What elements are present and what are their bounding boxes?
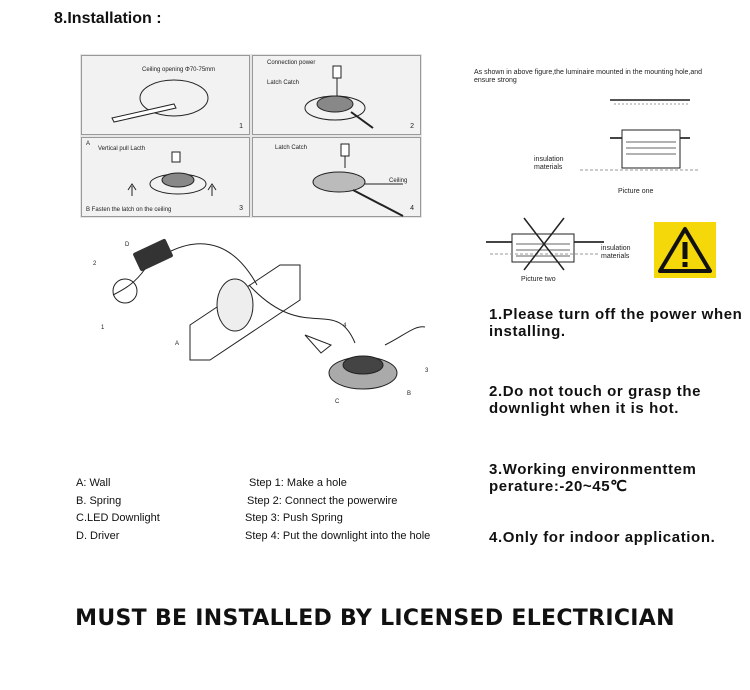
step-panel-1: Ceiling opening Φ70-75mm 1 xyxy=(81,55,250,135)
picture-two-drawing xyxy=(486,217,604,271)
installation-steps-panel: Ceiling opening Φ70-75mm 1 Connection po… xyxy=(80,54,422,218)
legend-item: C.LED Downlight xyxy=(76,512,160,524)
step-item: Step 4: Put the downlight into the hole xyxy=(245,530,431,542)
drawing-label-1: 1 xyxy=(101,325,105,331)
panel-3-subtext: Vertical pull Lacth xyxy=(98,146,146,152)
connect-power-drawing xyxy=(304,65,374,129)
picture-one-drawing xyxy=(580,99,700,171)
drawing-label-3: 3 xyxy=(425,368,429,374)
drawing-label-b: B xyxy=(407,391,411,397)
step-item: Step 1: Make a hole xyxy=(249,477,347,489)
picture-one-caption: Picture one xyxy=(618,188,654,195)
step-item: Step 3: Push Spring xyxy=(245,512,343,524)
insulation-label-2: insulation materials xyxy=(601,245,631,260)
panel-1-text: Ceiling opening Φ70-75mm xyxy=(142,67,216,73)
notice-hot-surface: 2.Do not touch or grasp the downlight wh… xyxy=(489,383,702,417)
drawing-label-d: D xyxy=(125,242,130,248)
figure-caption: As shown in above figure,the luminaire m… xyxy=(474,69,703,84)
section-heading: 8.Installation : xyxy=(54,10,162,27)
drawing-label-c: C xyxy=(335,399,340,405)
panel-3-label-a: A xyxy=(86,141,91,147)
push-spring-drawing xyxy=(127,151,217,196)
panel-4-number: 4 xyxy=(410,205,414,212)
panel-3-number: 3 xyxy=(239,205,243,212)
step-panel-4: Latch Catch Ceiling 4 xyxy=(252,137,421,217)
legend-item: A: Wall xyxy=(76,477,111,489)
notice-indoor-use: 4.Only for indoor application. xyxy=(489,529,716,546)
legend-item: D. Driver xyxy=(76,530,120,542)
picture-two-caption: Picture two xyxy=(521,276,556,283)
ceiling-hole-drawing xyxy=(111,79,209,123)
drawing-label-4: 4 xyxy=(343,323,347,329)
installation-drawing: D 2 1 A 4 3 B C xyxy=(93,238,429,405)
panel-2-number: 2 xyxy=(410,123,414,130)
legend-item: B. Spring xyxy=(76,495,122,507)
panel-3-bottom-text: B Fasten the latch on the ceiling xyxy=(86,207,172,213)
panel-2-text: Connection power xyxy=(267,60,316,66)
step-panel-2: Connection power Latch Catch 2 xyxy=(252,55,421,135)
step-panel-3: A Vertical pull Lacth B Fasten the latch… xyxy=(81,137,250,217)
insert-downlight-drawing xyxy=(312,143,404,217)
panel-4-ceiling-label: Ceiling xyxy=(389,178,408,184)
insulation-label-1: insulation materials xyxy=(534,156,564,171)
notice-temperature: 3.Working environmenttem perature:-20~45… xyxy=(489,461,697,495)
drawing-label-a: A xyxy=(175,341,179,347)
drawing-label-2: 2 xyxy=(93,261,97,267)
warning-icon xyxy=(654,222,716,278)
notice-power-off: 1.Please turn off the power when install… xyxy=(489,306,743,340)
step-item: Step 2: Connect the powerwire xyxy=(247,495,398,507)
panel-2-subtext: Latch Catch xyxy=(267,80,300,86)
panel-4-text: Latch Catch xyxy=(275,145,308,151)
panel-1-number: 1 xyxy=(239,123,243,130)
licensed-electrician-warning: MUST BE INSTALLED BY LICENSED ELECTRICIA… xyxy=(75,606,675,631)
